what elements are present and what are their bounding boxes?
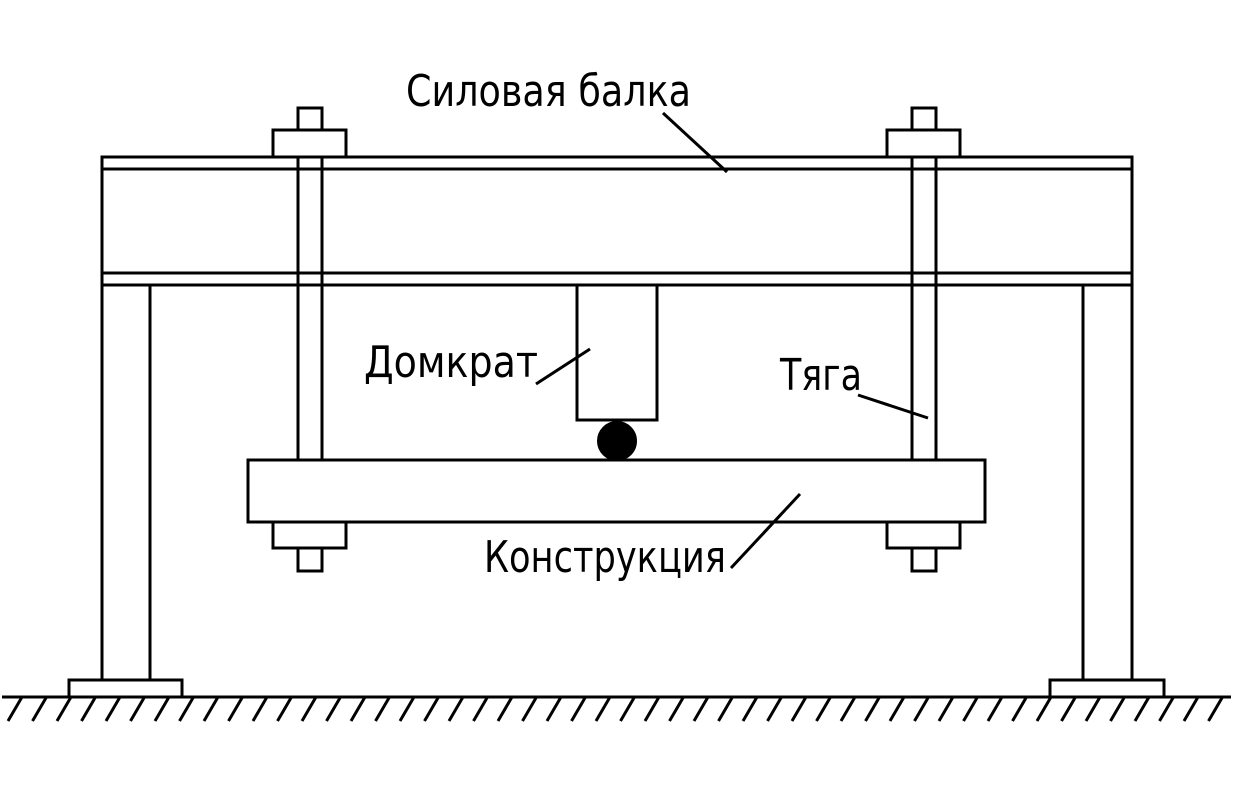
ground-hatch [1158,696,1175,722]
left-rod [271,106,348,573]
ground-hatch [521,696,538,722]
label-rod: Тяга [779,350,862,401]
ground-hatch [888,696,906,722]
ground-hatch [1084,696,1102,722]
ground-hatch [839,696,857,722]
ground-hatch [692,696,710,722]
ground-hatch [937,696,955,722]
label-structure: Конструкция [484,532,726,583]
leader-jack [535,347,591,386]
ground-hatch [423,696,440,722]
ground-hatch [1133,696,1151,722]
ground-hatch [178,696,195,722]
ground-hatch [570,696,587,722]
ground-hatch [962,696,979,722]
right-rod [885,106,962,573]
ground-hatch [741,696,759,722]
ground-hatch [619,696,636,722]
ground-hatch [643,696,661,722]
ground-hatch [1207,696,1224,722]
jack-ball [597,421,637,461]
ground-hatch [545,696,563,722]
ground-hatch [815,696,832,722]
leader-rod [857,393,929,420]
structure-beam [246,458,987,524]
ground-hatch [80,696,97,722]
ground-hatch [55,696,73,722]
ground-hatch [1011,696,1028,722]
right-column [1048,283,1166,699]
ground-hatch [276,696,293,722]
ground-hatch [31,696,48,722]
ground-hatch [447,696,465,722]
ground-hatch [472,696,489,722]
ground-hatch [349,696,367,722]
ground-hatch [227,696,244,722]
power-beam [100,155,1134,287]
ground-hatch [251,696,269,722]
ground-hatch [398,696,416,722]
ground-hatch [1060,696,1077,722]
leader-structure [729,492,802,570]
ground-hatch [202,696,220,722]
ground-hatch [1035,696,1053,722]
ground-hatch [104,696,122,722]
ground-hatch [913,696,930,722]
ground-hatch [1109,696,1126,722]
label-power-beam: Силовая балка [406,66,691,117]
ground-hatch [717,696,734,722]
ground [2,695,1231,722]
label-jack: Домкрат [364,337,538,388]
ground-hatch [325,696,342,722]
leader-power-beam [661,111,729,174]
ground-hatch [374,696,391,722]
ground-hatch [300,696,318,722]
ground-hatch [594,696,612,722]
ground-hatch [129,696,146,722]
ground-hatch [986,696,1004,722]
ground-hatch [790,696,808,722]
ground-hatch [1182,696,1200,722]
ground-hatch [864,696,881,722]
ground-hatch [766,696,783,722]
ground-hatch [6,696,24,722]
jack [575,283,659,461]
ground-hatch [496,696,514,722]
ground-hatch [153,696,171,722]
left-column [67,283,184,699]
ground-hatch [668,696,685,722]
